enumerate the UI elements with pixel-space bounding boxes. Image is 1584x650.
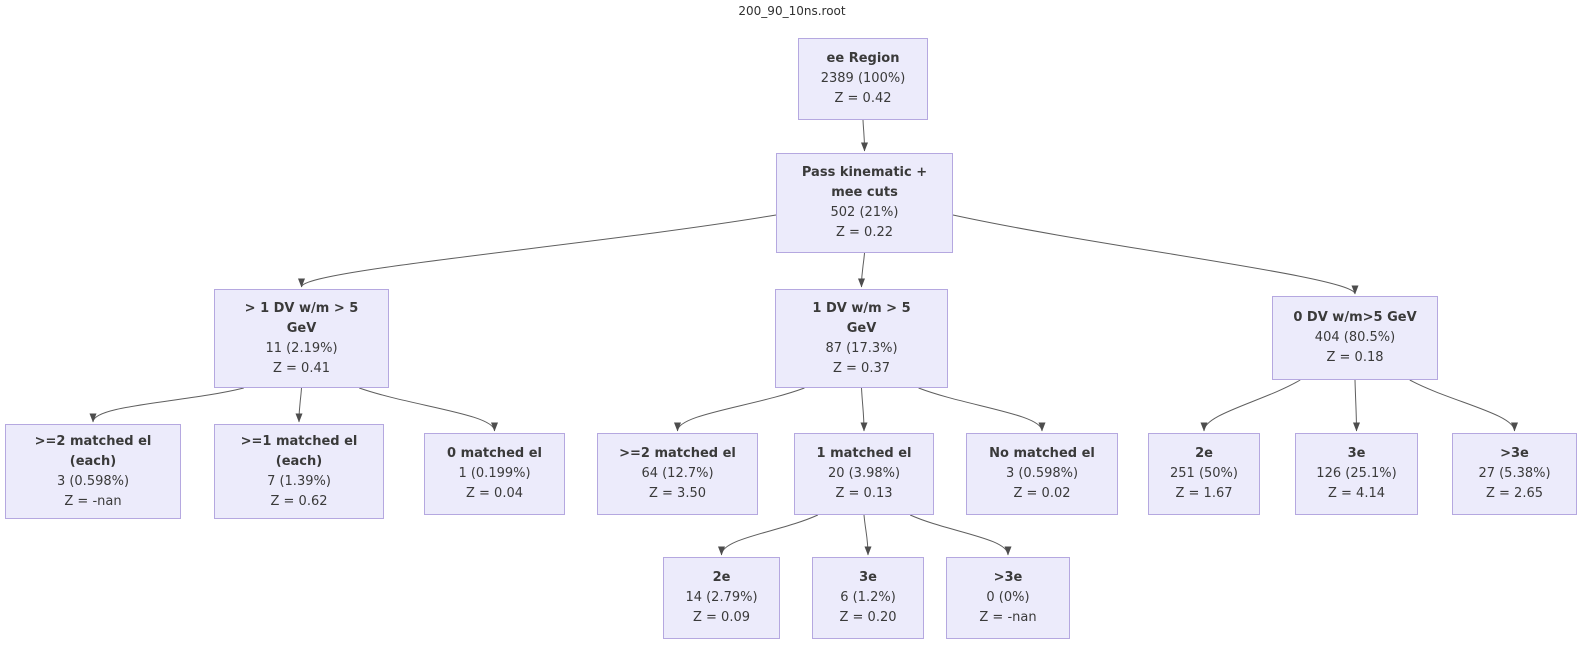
node-label: >3e [1500,446,1529,461]
node-significance: Z = 0.13 [835,486,893,501]
graph-title: 200_90_10ns.root [738,4,846,18]
tree-node-ee-region: ee Region 2389 (100%) Z = 0.42 [798,38,928,120]
tree-node-one-matched-3e: 3e 6 (1.2%) Z = 0.20 [812,557,924,639]
tree-node-gt1-dv: > 1 DV w/m > 5 GeV 11 (2.19%) Z = 0.41 [214,289,389,388]
node-significance: Z = 0.42 [834,91,892,106]
node-count: 251 (50%) [1170,466,1238,481]
node-significance: Z = 0.02 [1013,486,1071,501]
node-count: 7 (1.39%) [267,473,331,489]
node-label: 1 DV w/m > 5 GeV [812,300,911,336]
node-significance: Z = -nan [979,610,1037,625]
edge-one-dv-to-no-matched [918,387,1046,432]
node-count: 1 (0.199%) [458,466,531,481]
node-label: 1 matched el [816,446,912,461]
node-count: 11 (2.19%) [265,340,338,356]
tree-node-ge1-matched-each: >=1 matched el (each) 7 (1.39%) Z = 0.62 [214,424,384,519]
tree-node-one-matched-gt3e: >3e 0 (0%) Z = -nan [946,557,1070,639]
tree-node-ge2-matched: >=2 matched el 64 (12.7%) Z = 3.50 [597,433,758,515]
node-label: > 1 DV w/m > 5 GeV [244,300,359,336]
edge-one-matched-to-one-matched-gt3e [909,514,1012,556]
node-significance: Z = 2.65 [1485,486,1543,501]
node-count: 3 (0.598%) [56,473,130,489]
node-label: 2e [1195,446,1213,461]
edge-zero-dv-to-zero-dv-2e [1200,379,1301,432]
node-significance: Z = 0.22 [835,225,893,240]
edge-pass-kinematic-to-one-dv [858,252,866,288]
edge-one-dv-to-ge2-matched [674,387,805,432]
edge-pass-kinematic-to-gt1-dv [298,214,777,288]
node-count: 87 (17.3%) [825,340,898,356]
node-label: 3e [1347,446,1366,461]
tree-node-pass-kinematic: Pass kinematic + mee cuts 502 (21%) Z = 0.… [776,153,953,253]
tree-node-zero-dv: 0 DV w/m>5 GeV 404 (80.5%) Z = 0.18 [1272,296,1438,380]
node-label: >=2 matched el [619,446,736,461]
tree-node-one-dv: 1 DV w/m > 5 GeV 87 (17.3%) Z = 0.37 [775,289,948,388]
edge-gt1-dv-to-ge1-matched-each [295,387,303,423]
node-count: 6 (1.2%) [840,590,896,605]
tree-node-zero-dv-3e: 3e 126 (25.1%) Z = 4.14 [1295,433,1418,515]
node-count: 64 (12.7%) [641,466,714,481]
tree-node-no-matched: No matched el 3 (0.598%) Z = 0.02 [966,433,1118,515]
node-count: 0 (0%) [986,590,1030,605]
node-label: 0 DV w/m>5 GeV [1293,310,1417,325]
edge-one-matched-to-one-matched-2e [718,514,819,556]
edge-one-matched-to-one-matched-3e [863,514,872,556]
node-label: >=1 matched el (each) [240,433,358,469]
node-label: 2e [712,570,731,585]
node-label: >3e [993,570,1023,585]
node-significance: Z = 0.04 [465,486,523,501]
node-label: >=2 matched el (each) [34,433,152,469]
tree-node-zero-matched: 0 matched el 1 (0.199%) Z = 0.04 [424,433,565,515]
node-label: 0 matched el [447,446,542,461]
edge-pass-kinematic-to-zero-dv [952,214,1359,295]
tree-node-ge2-matched-each: >=2 matched el (each) 3 (0.598%) Z = -nan [5,424,181,519]
node-count: 2389 (100%) [820,71,906,86]
node-count: 502 (21%) [830,205,899,220]
node-label: Pass kinematic + mee cuts [801,165,928,200]
node-significance: Z = -nan [64,493,122,509]
node-count: 3 (0.598%) [1005,466,1079,481]
node-significance: Z = 0.20 [839,610,897,625]
tree-node-zero-dv-gt3e: >3e 27 (5.38%) Z = 2.65 [1452,433,1577,515]
node-count: 14 (2.79%) [685,590,758,605]
node-count: 27 (5.38%) [1478,466,1551,481]
node-label: 3e [859,570,877,585]
node-significance: Z = 4.14 [1327,486,1385,501]
edge-gt1-dv-to-ge2-matched-each [89,387,244,423]
node-significance: Z = 0.09 [692,610,750,625]
edge-zero-dv-to-zero-dv-3e [1352,379,1360,432]
node-count: 20 (3.98%) [827,466,901,481]
node-count: 404 (80.5%) [1314,330,1396,345]
node-significance: Z = 0.18 [1326,350,1384,365]
tree-node-zero-dv-2e: 2e 251 (50%) Z = 1.67 [1148,433,1260,515]
edge-one-dv-to-one-matched [860,387,868,432]
edge-zero-dv-to-zero-dv-gt3e [1409,379,1518,432]
node-significance: Z = 0.37 [832,360,890,376]
node-significance: Z = 0.41 [272,360,330,376]
tree-node-one-matched-2e: 2e 14 (2.79%) Z = 0.09 [663,557,780,639]
node-significance: Z = 0.62 [270,493,328,509]
node-label: No matched el [989,446,1095,461]
node-significance: Z = 1.67 [1175,486,1233,501]
node-significance: Z = 3.50 [648,486,706,501]
tree-node-one-matched: 1 matched el 20 (3.98%) Z = 0.13 [794,433,934,515]
edge-ee-region-to-pass-kinematic [860,119,868,152]
node-label: ee Region [826,51,900,66]
node-count: 126 (25.1%) [1316,466,1397,481]
